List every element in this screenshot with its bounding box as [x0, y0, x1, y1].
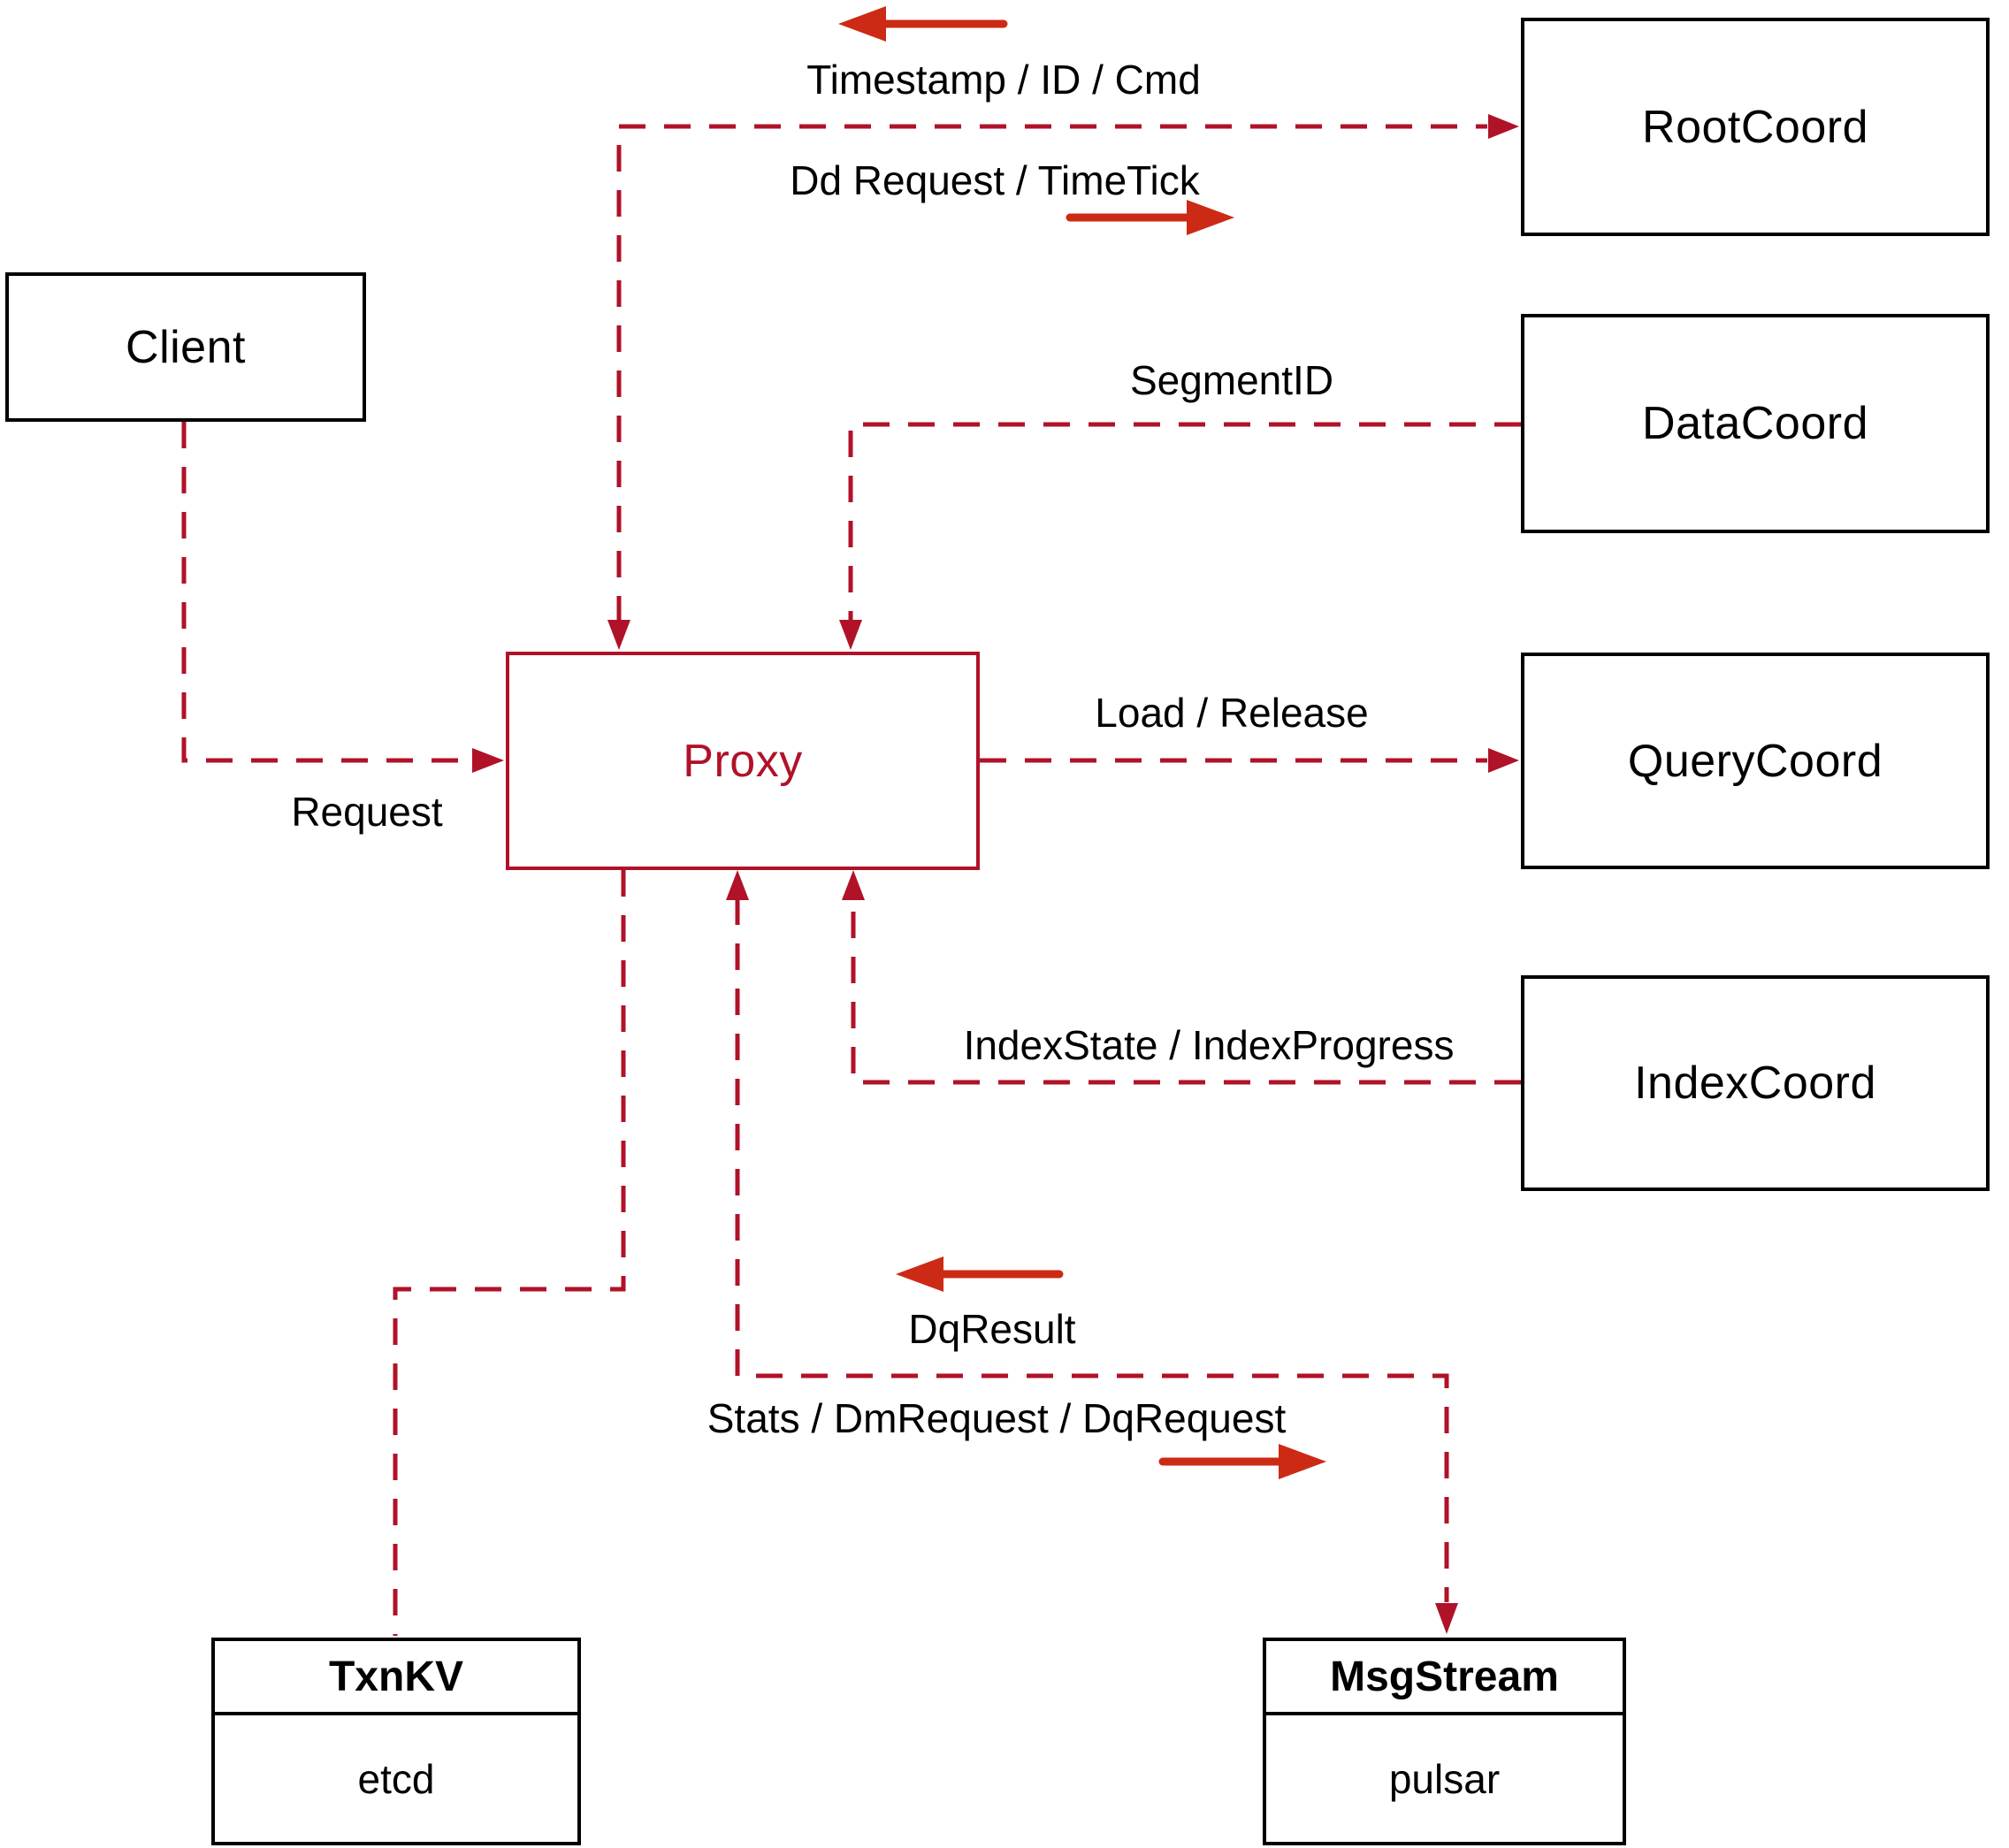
- arrowhead-into-proxy-bottom-left: [726, 870, 749, 900]
- arrowhead-into-proxy-top-left: [607, 620, 630, 650]
- edge-label-load-release: Load / Release: [1095, 690, 1369, 736]
- node-msgstream: MsgStream pulsar: [1263, 1638, 1626, 1845]
- edge-label-index-state: IndexState / IndexProgress: [963, 1022, 1455, 1068]
- node-client-label: Client: [126, 321, 246, 373]
- node-querycoord-label: QueryCoord: [1627, 735, 1883, 787]
- node-datacoord: DataCoord: [1521, 314, 1990, 533]
- edge-indexcoord-proxy: [851, 898, 1521, 1085]
- node-datacoord-label: DataCoord: [1642, 398, 1868, 449]
- node-msgstream-impl: pulsar: [1388, 1755, 1501, 1802]
- node-proxy: Proxy: [506, 652, 980, 870]
- edge-label-request: Request: [291, 789, 443, 835]
- arrowhead-into-rootcoord: [1488, 114, 1519, 139]
- direction-arrow-left-dqresult: [896, 1256, 1064, 1292]
- edge-proxy-msgstream: [735, 898, 1449, 1602]
- edge-label-dq-result: DqResult: [908, 1306, 1076, 1352]
- arrowhead-into-proxy-bottom-right: [842, 870, 865, 900]
- direction-arrow-right-ddrequest: [1066, 200, 1234, 235]
- edge-label-segment-id: SegmentID: [1129, 357, 1334, 403]
- node-proxy-label: Proxy: [683, 735, 803, 787]
- edge-proxy-txnkv: [393, 870, 626, 1636]
- direction-arrow-right-stats: [1158, 1444, 1326, 1479]
- node-querycoord: QueryCoord: [1521, 653, 1990, 869]
- edge-datacoord-proxy: [848, 422, 1521, 622]
- node-client: Client: [5, 272, 366, 422]
- node-rootcoord-label: RootCoord: [1642, 101, 1868, 153]
- node-txnkv-impl: etcd: [357, 1755, 435, 1802]
- direction-arrow-left-timestamp: [838, 6, 1008, 42]
- edge-proxy-rootcoord: [616, 124, 1487, 622]
- node-rootcoord: RootCoord: [1521, 18, 1990, 236]
- edge-client-proxy: [181, 422, 472, 763]
- node-txnkv: TxnKV etcd: [211, 1638, 581, 1845]
- arrowhead-into-querycoord: [1488, 748, 1519, 773]
- arrowhead-into-msgstream: [1435, 1603, 1458, 1634]
- edge-label-stats-dm-dq: Stats / DmRequest / DqRequest: [707, 1395, 1287, 1441]
- node-txnkv-title: TxnKV: [215, 1641, 577, 1715]
- arrowhead-into-proxy-left: [472, 748, 504, 773]
- node-indexcoord-label: IndexCoord: [1634, 1058, 1876, 1109]
- edge-label-dd-request-timetick: Dd Request / TimeTick: [790, 157, 1200, 203]
- arrowhead-into-proxy-top-right: [839, 620, 862, 650]
- node-indexcoord: IndexCoord: [1521, 975, 1990, 1191]
- edge-label-timestamp-id-cmd: Timestamp / ID / Cmd: [806, 57, 1201, 103]
- node-msgstream-title: MsgStream: [1266, 1641, 1623, 1715]
